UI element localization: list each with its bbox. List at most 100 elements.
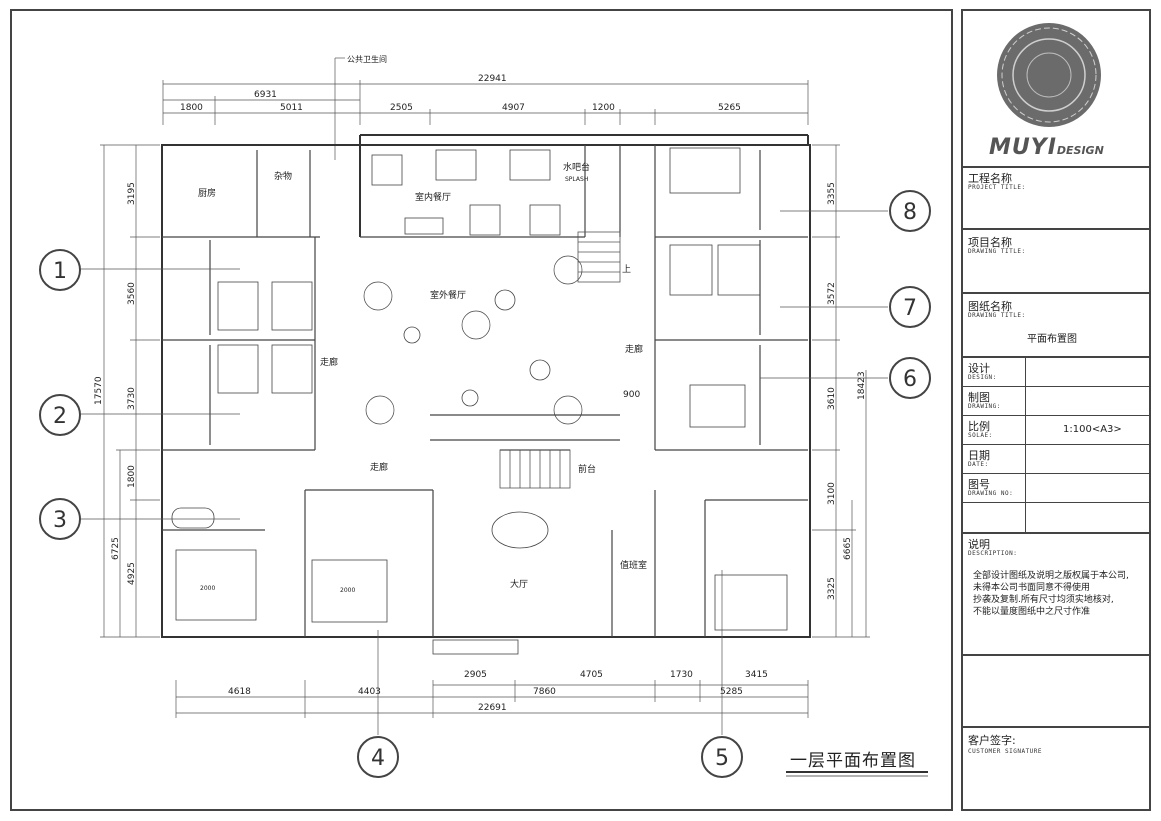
dim-left-seg-1: 3195 — [127, 182, 137, 205]
signature-section: 客户签字: CUSTOMER SIGNATURE — [963, 728, 1149, 807]
callout-2-label: 2 — [53, 404, 67, 429]
signature-label: 客户签字: — [968, 734, 1016, 747]
signature-label-en: CUSTOMER SIGNATURE — [968, 748, 1043, 755]
dim-left-seg-5: 4925 — [127, 562, 137, 585]
callout-7-label: 7 — [903, 296, 917, 321]
bathtub-icon — [171, 507, 215, 529]
callout-5-label: 5 — [715, 746, 729, 771]
callout-2-circle — [39, 394, 81, 436]
description-line-2: 未得本公司书面同意不得使用 — [973, 583, 1091, 593]
room-bar: 水吧台 — [563, 161, 590, 173]
blank-row — [963, 656, 1149, 728]
dim-right-seg-3: 3610 — [827, 387, 837, 410]
drawing-title-label: 项目名称 — [968, 236, 1012, 249]
callout-markers — [39, 190, 931, 778]
date-label: 日期 — [968, 449, 990, 462]
room-lobby: 大厅 — [510, 578, 528, 590]
callout-4-label: 4 — [371, 746, 385, 771]
dim-bottom-seg-5: 1730 — [670, 670, 693, 680]
dim-bottom-seg-3: 2905 — [464, 670, 487, 680]
project-title-label-en: PROJECT TITLE: — [968, 184, 1026, 191]
room-duty: 值班室 — [620, 559, 647, 571]
entrance-steps — [432, 639, 519, 655]
design-label: 设计 — [968, 362, 990, 375]
dim-top-group: 6931 — [254, 90, 277, 100]
description-label-en: DESCRIPTION: — [968, 550, 1018, 557]
dim-bottom-total: 22691 — [478, 703, 507, 713]
drawing-name-value: 平面布置图 — [1027, 334, 1077, 345]
number-label: 图号 — [968, 478, 990, 491]
project-title-label: 工程名称 — [968, 172, 1012, 185]
drawing-frame — [10, 9, 953, 811]
drawing-title: 一层平面布置图 — [790, 751, 916, 771]
date-row: 日期 DATE: — [963, 445, 1149, 474]
drawing-title-label-en: DRAWING TITLE: — [968, 248, 1026, 255]
bed-icons — [175, 147, 788, 631]
bed-size-label-1: 2000 — [200, 585, 215, 592]
dim-inner: 900 — [623, 390, 640, 400]
callout-3-label: 3 — [53, 508, 67, 533]
dim-top-seg-6: 5265 — [718, 103, 741, 113]
dim-bottom-seg-1: 4618 — [228, 687, 251, 697]
public-toilet-label: 公共卫生间 — [347, 54, 387, 64]
dim-top-seg-2: 5011 — [280, 103, 303, 113]
callout-5-circle — [701, 736, 743, 778]
callout-4-circle — [357, 736, 399, 778]
dim-top-seg-5: 1200 — [592, 103, 615, 113]
bottom-dimensions — [175, 680, 809, 718]
dim-left-total: 17570 — [94, 376, 104, 405]
interior-walls — [162, 145, 808, 637]
drafter-label-en: DRAWING: — [968, 403, 1001, 410]
left-dimensions — [100, 144, 160, 638]
room-storage: 杂物 — [274, 170, 292, 182]
dim-right-seg-5: 3325 — [827, 577, 837, 600]
callout-leaders — [80, 210, 888, 735]
brand-sub: DESIGN — [1056, 144, 1104, 157]
right-dimensions — [812, 144, 870, 638]
dim-right-seg-4: 3100 — [827, 482, 837, 505]
brand-main: MUYI — [989, 135, 1057, 160]
callout-6-circle — [889, 357, 931, 399]
design-label-en: DESIGN: — [968, 374, 997, 381]
callout-1-circle — [39, 249, 81, 291]
callout-1-label: 1 — [53, 259, 67, 284]
dim-right-group: 6665 — [843, 537, 853, 560]
dim-top-total: 22941 — [478, 74, 507, 84]
description-line-4: 不能以量度图纸中之尺寸作准 — [973, 607, 1091, 617]
dim-bottom-mid-1: 7860 — [533, 687, 556, 697]
callout-3-circle — [39, 498, 81, 540]
design-row: 设计 DESIGN: — [963, 358, 1149, 387]
brand-logo: MUYIDESIGN — [989, 135, 1104, 160]
number-label-en: DRAWING NO: — [968, 490, 1014, 497]
building-walls — [161, 134, 811, 638]
callout-8-circle — [889, 190, 931, 232]
room-reception: 前台 — [578, 463, 596, 475]
dim-right-total: 18423 — [857, 371, 867, 400]
logo-area: MUYIDESIGN — [963, 11, 1149, 168]
callout-labels: 1 2 3 4 5 6 7 8 — [53, 200, 917, 771]
drawing-name-label-en: DRAWING TITLE: — [968, 312, 1026, 319]
callout-6-label: 6 — [903, 367, 917, 392]
drawing-name-row: 图纸名称 DRAWING TITLE: 平面布置图 — [963, 294, 1149, 358]
room-corridor-left: 走廊 — [320, 356, 338, 368]
drafter-label: 制图 — [968, 391, 990, 404]
scale-value: 1:100<A3> — [1063, 424, 1122, 435]
dim-bottom-mid-2: 5285 — [720, 687, 743, 697]
dim-bottom-seg-6: 3415 — [745, 670, 768, 680]
description-section: 说明 DESCRIPTION: 全部设计图纸及说明之版权属于本公司, 未得本公司… — [963, 534, 1149, 656]
room-outdoor-hall: 室外餐厅 — [430, 289, 466, 301]
dim-bottom-seg-4: 4705 — [580, 670, 603, 680]
description-line-1: 全部设计图纸及说明之版权属于本公司, — [973, 571, 1129, 581]
room-corridor-bottom: 走廊 — [370, 461, 388, 473]
room-bar-en: SPLASH — [565, 176, 588, 183]
dim-right-seg-1: 3355 — [827, 182, 837, 205]
dim-top-seg-4: 4907 — [502, 103, 525, 113]
logo-seal-icon — [997, 23, 1101, 127]
top-dimensions — [162, 80, 809, 125]
drawing-title-row: 项目名称 DRAWING TITLE: — [963, 230, 1149, 294]
dining-furniture — [371, 149, 561, 549]
plant-icons — [363, 255, 583, 425]
info-grid: 设计 DESIGN: 制图 DRAWING: 比例 SOLAE: 1:100<A… — [963, 358, 1149, 534]
dim-top-seg-3: 2505 — [390, 103, 413, 113]
info-grid-divider — [1025, 358, 1026, 532]
